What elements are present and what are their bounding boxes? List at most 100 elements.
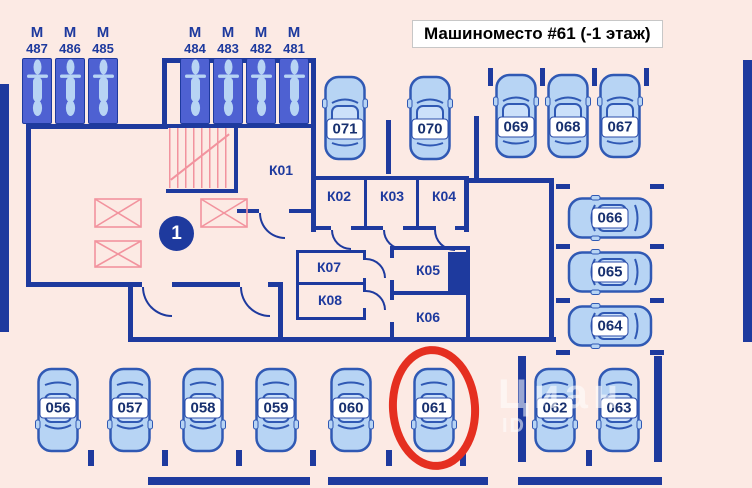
spot-number-061-highlighted: 061 <box>415 397 453 419</box>
wall-segment <box>363 308 366 320</box>
wall-segment <box>278 282 283 342</box>
wall-segment <box>26 282 142 287</box>
wall-segment <box>296 282 366 285</box>
wall-segment <box>556 350 570 355</box>
moto-number: 481 <box>283 41 305 56</box>
wall-segment <box>650 244 664 249</box>
shaft-xbox <box>94 198 142 228</box>
shaft-xbox <box>94 240 142 268</box>
wall-segment <box>455 226 469 230</box>
room-label-К06: К06 <box>415 309 441 325</box>
moto-bay <box>55 58 85 124</box>
wall-segment <box>466 246 470 341</box>
door-arc <box>366 258 386 278</box>
wall-segment <box>26 124 168 129</box>
stairwell-number-marker: 1 <box>159 216 194 251</box>
wall-segment <box>650 298 664 303</box>
spot-number-059: 059 <box>257 397 295 419</box>
wall-segment <box>289 209 315 213</box>
wall-segment <box>26 124 31 287</box>
motorcycle-icon <box>90 58 117 125</box>
wall-segment <box>310 450 316 466</box>
wall-segment <box>556 298 570 303</box>
spot-number-062: 062 <box>536 397 574 419</box>
spot-number-060: 060 <box>332 397 370 419</box>
wall-segment <box>0 84 9 332</box>
wall-segment <box>448 252 466 292</box>
wall-segment <box>296 250 366 253</box>
wall-segment <box>556 244 570 249</box>
wall-segment <box>549 178 554 342</box>
spot-number-068: 068 <box>549 116 587 138</box>
wall-segment <box>386 120 391 174</box>
spot-number-070: 070 <box>411 118 449 140</box>
wall-segment <box>390 291 470 295</box>
watermark-brand: Циан <box>498 370 624 417</box>
spot-number-058: 058 <box>184 397 222 419</box>
wall-segment <box>390 246 470 250</box>
wall-segment <box>166 189 238 193</box>
wall-segment <box>88 450 94 466</box>
wall-segment <box>268 282 283 287</box>
spot-number-063: 063 <box>600 397 638 419</box>
spot-number-064: 064 <box>591 315 629 337</box>
door-arc <box>259 213 285 239</box>
wall-segment <box>586 450 592 466</box>
wall-segment <box>237 209 259 213</box>
moto-bay <box>246 58 276 124</box>
wall-segment <box>128 337 556 342</box>
staircase <box>169 128 233 188</box>
wall-segment <box>460 450 466 466</box>
wall-segment <box>540 68 545 86</box>
highlight-ellipse <box>384 343 484 473</box>
moto-bay <box>180 58 210 124</box>
moto-letter: М <box>96 24 110 41</box>
wall-segment <box>518 356 526 462</box>
stairs-direction-arrow <box>170 133 230 181</box>
moto-number: 482 <box>250 41 272 56</box>
motorcycle-icon <box>182 58 209 125</box>
motorcycle-icon <box>248 58 275 125</box>
room-label-К03: К03 <box>379 188 405 204</box>
spot-number-071: 071 <box>326 118 364 140</box>
title-badge: Машиноместо #61 (-1 этаж) <box>412 20 663 48</box>
moto-letter: М <box>287 24 301 41</box>
moto-bay <box>213 58 243 124</box>
wall-segment <box>592 68 597 86</box>
moto-letter: М <box>254 24 268 41</box>
motorcycle-icon <box>57 58 84 125</box>
stairwell-number: 1 <box>171 222 182 244</box>
wall-segment <box>650 350 664 355</box>
spot-number-067: 067 <box>601 116 639 138</box>
room-label-К08: К08 <box>317 292 343 308</box>
moto-number: 486 <box>59 41 81 56</box>
shaft-xbox <box>200 198 248 228</box>
wall-segment <box>416 176 419 230</box>
wall-segment <box>128 282 133 342</box>
wall-segment <box>311 226 331 230</box>
room-label-К02: К02 <box>326 188 352 204</box>
wall-segment <box>743 60 752 342</box>
moto-bay <box>279 58 309 124</box>
moto-letter: М <box>221 24 235 41</box>
wall-segment <box>166 124 315 128</box>
room-label-К04: К04 <box>431 188 457 204</box>
wall-segment <box>311 58 316 232</box>
wall-segment <box>162 450 168 466</box>
motorcycle-icon <box>281 58 308 125</box>
wall-segment <box>390 280 394 300</box>
wall-segment <box>488 68 493 86</box>
motorcycle-icon <box>24 58 51 125</box>
wall-segment <box>311 176 469 180</box>
wall-segment <box>236 450 242 466</box>
moto-letter: М <box>188 24 202 41</box>
watermark-id: ID <box>502 415 526 438</box>
wall-segment <box>363 278 366 292</box>
wall-segment <box>474 116 479 178</box>
